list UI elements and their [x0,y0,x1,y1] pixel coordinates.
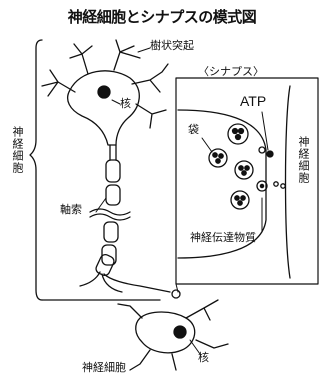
axon-stem [110,145,116,160]
axon-break [90,209,130,220]
leader-nucleus-top [112,100,120,104]
upper-nucleus [98,86,110,98]
label-neuron-left: 神経細胞 [12,126,23,174]
label-axon: 軸索 [60,204,82,215]
label-dendrite: 樹状突起 [150,40,194,51]
lower-dendrites [118,300,228,370]
axon-terminals [80,272,170,292]
vesicle-3 [235,161,253,179]
diagram-title: 神経細胞とシナプスの模式図 [0,6,324,27]
dendrite-5 [136,104,166,128]
label-vesicle: 袋 [188,124,199,135]
leader-dendrite [138,48,150,52]
label-neuron-bottom: 神経細胞 [82,362,126,373]
label-neurotransmitter: 神経伝達物質 [190,232,256,243]
label-nucleus-bottom: 核 [198,352,209,363]
dendrite-3 [114,40,140,70]
left-bracket [30,40,42,300]
label-neuron-right: 神経細胞 [298,136,309,184]
dendrite-2 [70,44,92,74]
label-atp: ATP [240,94,266,108]
leader-vesicle [202,138,212,152]
postsynaptic-membrane [286,86,291,278]
vesicle-4 [231,191,249,209]
label-synapse: 〈シナプス〉 [198,66,264,77]
dendrite-1 [42,70,75,96]
lower-nucleus [174,326,186,338]
myelin-2 [106,185,120,205]
myelin-3 [104,222,118,242]
myelin-1 [106,160,120,182]
label-nucleus-top: 核 [120,98,131,109]
